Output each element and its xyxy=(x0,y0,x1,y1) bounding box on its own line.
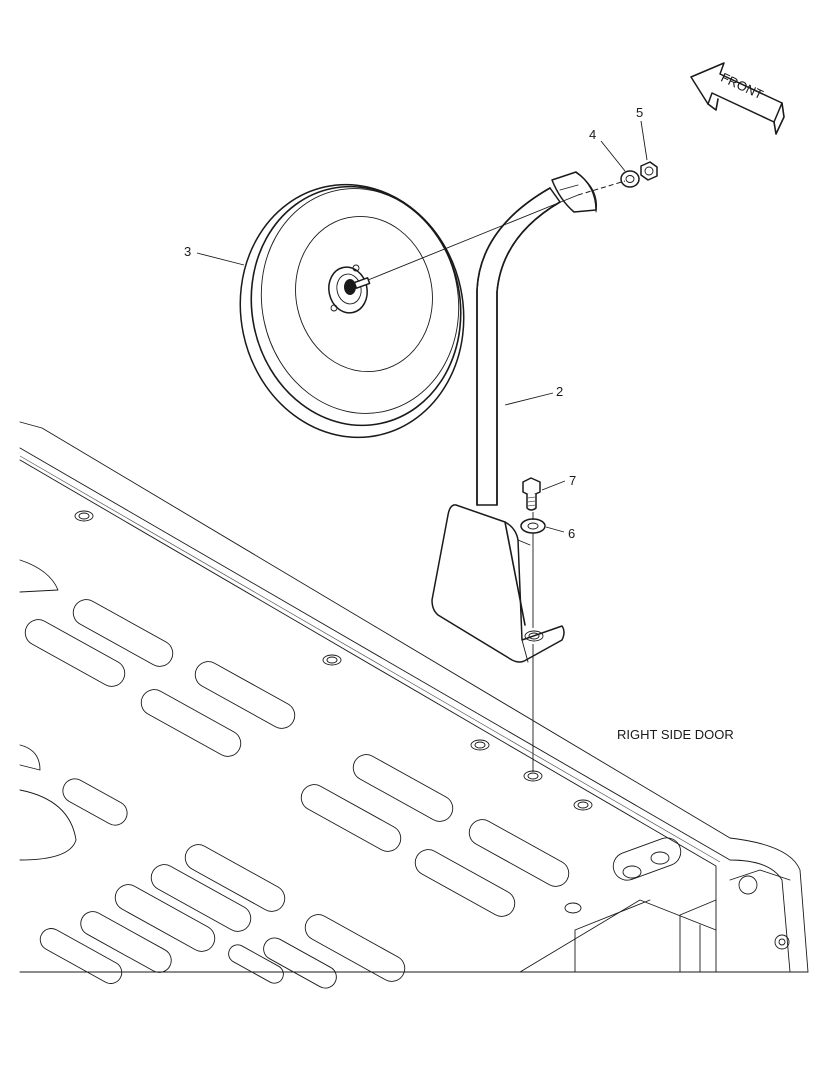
right-side-door-label: RIGHT SIDE DOOR xyxy=(617,727,734,742)
door-slots xyxy=(19,559,570,989)
callout-4: 4 xyxy=(589,127,596,142)
door-mounting-holes xyxy=(74,510,593,914)
callout-7: 7 xyxy=(569,473,576,488)
callout-5: 5 xyxy=(636,105,643,120)
callout-2: 2 xyxy=(556,384,563,399)
washer-item-6 xyxy=(520,518,546,534)
mirror-arm-base-bracket xyxy=(431,504,565,663)
callout-3: 3 xyxy=(184,244,191,259)
door-handle-recess xyxy=(612,837,682,881)
callout-leaders xyxy=(196,120,648,533)
right-side-door-panel xyxy=(19,421,809,989)
bolt-item-7 xyxy=(522,477,541,511)
callout-6: 6 xyxy=(568,526,575,541)
mirror-arm xyxy=(431,171,597,663)
front-direction-arrow: FRONT xyxy=(690,62,785,135)
washer-item-4 xyxy=(620,170,640,188)
assembly-center-lines xyxy=(367,180,626,772)
mirror-ball-mount xyxy=(328,264,371,314)
nut-item-5 xyxy=(640,161,658,181)
callout-labels: 3 4 5 2 7 6 xyxy=(184,105,643,541)
mirror-head xyxy=(239,183,465,439)
